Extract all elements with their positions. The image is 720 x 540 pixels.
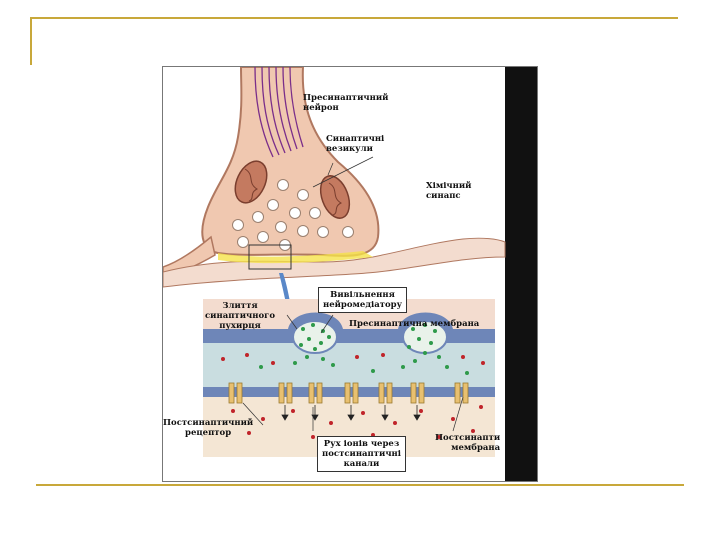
label-postsynaptic-membrane: Постсинапти мембрана: [435, 433, 500, 453]
synapse-diagram: Пресинаптичний нейрон Синаптичні везикул…: [162, 66, 538, 482]
label-postsynaptic-receptor: Постсинаптичний рецептор: [163, 418, 253, 438]
frame-bottom-line: [36, 484, 684, 486]
label-chemical-synapse: Хімічний синапс: [426, 181, 472, 201]
frame-top-line: [30, 17, 678, 19]
label-neurotransmitter-release: Вивільнення нейромедіатору: [318, 287, 407, 313]
label-presynaptic-neuron: Пресинаптичний нейрон: [303, 93, 388, 113]
label-synaptic-vesicles: Синаптичні везикули: [326, 134, 384, 154]
label-ion-flow: Рух іонів через постсинаптичні канали: [317, 436, 406, 472]
black-side-strip: [505, 67, 537, 481]
label-presynaptic-membrane: Пресинаптична мембрана: [349, 319, 479, 329]
label-vesicle-fusion: Злиття синаптичного пухирця: [205, 301, 275, 331]
frame-left-line: [30, 17, 32, 65]
